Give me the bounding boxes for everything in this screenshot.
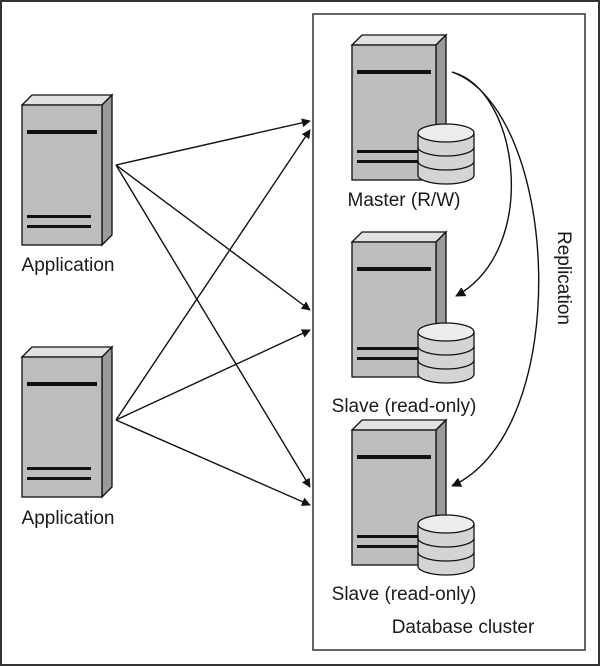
connection-arrow-app-2-to-slave-2 (115, 419, 311, 506)
slave-label-2: Slave (read-only) (332, 584, 477, 605)
master-label: Master (R/W) (348, 190, 461, 211)
slave-database-icon-2 (417, 514, 475, 576)
slave-label-1: Slave (read-only) (332, 396, 477, 417)
application-server-2 (20, 345, 114, 499)
connection-arrow-app-2-to-slave-1 (115, 329, 311, 421)
database-cluster-label: Database cluster (392, 617, 535, 638)
replication-arrow-master-to-slave-1 (451, 71, 513, 297)
connection-arrow-app-1-to-slave-1 (115, 164, 311, 311)
application-server-1 (20, 93, 114, 247)
connection-arrow-app-2-to-master (115, 129, 311, 421)
slave-database-icon-1 (417, 322, 475, 384)
servers (20, 33, 475, 576)
connection-arrow-app-1-to-master (115, 118, 311, 166)
replication-label: Replication (553, 231, 574, 325)
replication-arrows (451, 71, 540, 487)
application-label-2: Application (22, 508, 115, 529)
connection-arrows (115, 118, 311, 506)
connection-arrow-app-1-to-slave-2 (115, 164, 311, 488)
database-cluster-frame (312, 13, 586, 651)
master-database-icon (417, 123, 475, 185)
application-label-1: Application (22, 255, 115, 276)
replication-arrow-master-to-slave-2 (451, 71, 540, 487)
